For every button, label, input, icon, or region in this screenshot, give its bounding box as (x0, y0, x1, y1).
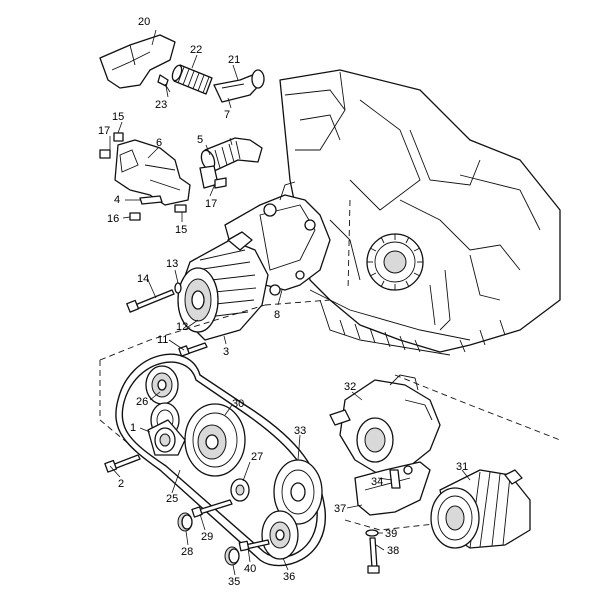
part-33-ac-pulley (273, 459, 323, 525)
callout-15-lower: 15 (175, 224, 187, 236)
callout-3: 3 (223, 346, 229, 358)
callout-23: 23 (155, 99, 167, 111)
part-31-ac-compressor (430, 469, 531, 549)
callout-6: 6 (156, 137, 162, 149)
part-39-washer (365, 529, 379, 537)
callout-2: 2 (118, 478, 124, 490)
part-13-washer (174, 282, 182, 294)
callout-32: 32 (344, 381, 356, 393)
callout-17-upper: 17 (98, 125, 110, 137)
callout-28: 28 (181, 546, 193, 558)
leader-lines (109, 29, 471, 576)
part-14-long-bolt (126, 289, 175, 313)
part-30-crank-pulley (184, 403, 246, 477)
callout-14: 14 (137, 273, 149, 285)
engine-block (279, 69, 561, 356)
callout-37: 37 (334, 503, 346, 515)
callout-22: 22 (190, 44, 202, 56)
callout-11: 11 (157, 334, 168, 346)
callout-13: 13 (166, 258, 178, 270)
callout-40: 40 (244, 563, 256, 575)
callout-12: 12 (176, 321, 188, 333)
callout-30: 30 (232, 398, 244, 410)
part-20-bracket (99, 34, 176, 89)
callout-4: 4 (114, 194, 120, 206)
callout-38: 38 (387, 545, 399, 557)
callout-5: 5 (197, 134, 203, 146)
callout-16: 16 (107, 213, 119, 225)
part-34-bolt (389, 469, 401, 489)
callout-34: 34 (371, 476, 383, 488)
callout-15-upper: 15 (112, 111, 124, 123)
part-32-power-steering-pump (329, 374, 441, 476)
part-28-cap (177, 512, 193, 532)
callout-27: 27 (251, 451, 263, 463)
part-25-poly-v-belt (115, 353, 326, 567)
callout-36: 36 (283, 571, 295, 583)
callout-35: 35 (228, 576, 240, 588)
part-21-elbow (213, 69, 265, 103)
belt-drive-outline (99, 299, 331, 446)
part-23-bolt (157, 74, 171, 93)
part-6-bracket (114, 139, 191, 206)
callout-17-lower: 17 (205, 198, 217, 210)
part-35-cap (224, 546, 240, 566)
callout-39: 39 (385, 528, 397, 540)
callout-7: 7 (224, 109, 230, 121)
callout-33: 33 (294, 425, 306, 437)
part-11-bolt (178, 342, 208, 357)
callout-26: 26 (136, 396, 148, 408)
callout-20: 20 (138, 16, 150, 28)
part-29-bolt (191, 499, 233, 518)
callout-31: 31 (456, 461, 468, 473)
callout-1: 1 (130, 422, 136, 434)
part-5-hose (199, 137, 263, 189)
part-40-bolt (238, 539, 270, 552)
part-36-pulley (261, 510, 299, 560)
part-3-alternator (177, 231, 269, 341)
part-38-bolt (367, 537, 380, 574)
part-1-tensioner (147, 419, 186, 456)
part-2-bolt (104, 454, 141, 473)
callout-8: 8 (274, 309, 280, 321)
callout-21: 21 (228, 54, 240, 66)
callout-25: 25 (166, 493, 178, 505)
callout-29: 29 (201, 531, 213, 543)
part-26-tensioner-pulley (145, 365, 179, 405)
part-22-bellows-hose (171, 64, 213, 95)
small-fasteners-upper (99, 132, 227, 221)
callout-labels: 20 22 21 23 7 15 17 6 5 4 16 17 15 13 14… (98, 16, 468, 588)
part-27-pulley (230, 478, 250, 502)
compressor-outline (344, 374, 561, 531)
